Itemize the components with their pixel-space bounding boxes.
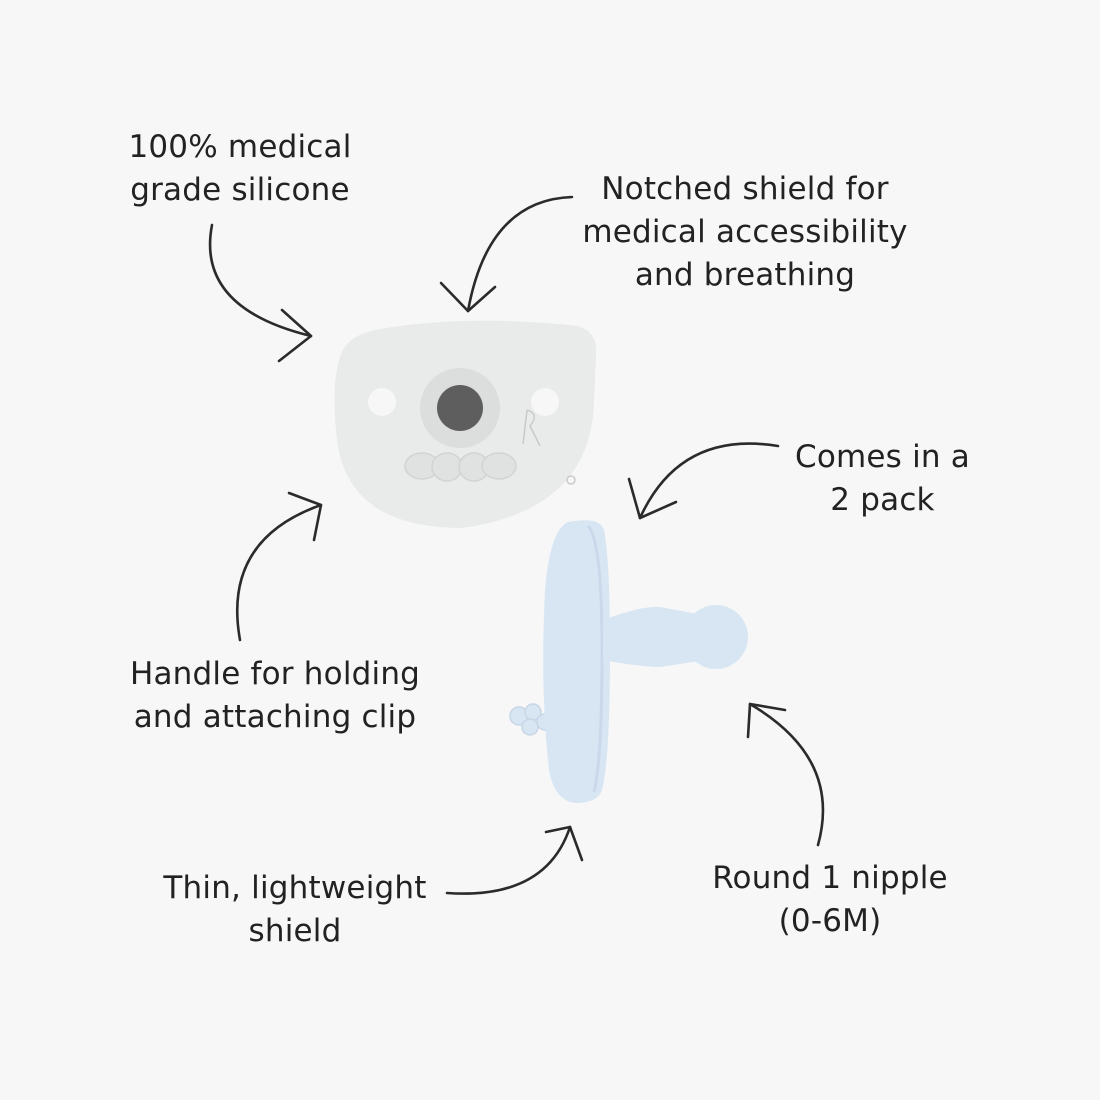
arrow-notched-shield: [439, 195, 574, 313]
side-shield: [543, 520, 610, 803]
left-vent-hole: [368, 388, 396, 416]
callout-line: Handle for holding: [129, 656, 421, 692]
brand-logo-icon: [522, 409, 576, 485]
arrow-thin-shield: [445, 825, 584, 895]
callout-medical-grade-silicone: 100% medical grade silicone: [110, 126, 370, 212]
pacifier-front-view-icon: [334, 320, 597, 528]
callout-line: Round 1 nipple: [712, 860, 948, 896]
callout-line: Notched shield for: [601, 171, 889, 207]
arrow-nipple: [746, 702, 825, 847]
callout-line: and breathing: [634, 257, 856, 293]
shield-edge-shadow: [586, 524, 604, 793]
handle-beads: [404, 452, 517, 482]
callout-notched-shield: Notched shield for medical accessibility…: [560, 168, 930, 297]
callout-two-pack: Comes in a 2 pack: [780, 436, 985, 522]
callout-line: (0-6M): [778, 903, 882, 939]
callout-handle: Handle for holding and attaching clip: [110, 653, 440, 739]
callout-line: 100% medical: [128, 129, 352, 165]
right-vent-hole: [531, 388, 559, 416]
callout-thin-shield: Thin, lightweight shield: [150, 867, 440, 953]
pacifier-side-view-icon: [509, 520, 748, 803]
callout-line: shield: [248, 913, 342, 949]
arrow-handle: [235, 491, 323, 642]
center-hole: [437, 385, 483, 431]
callout-line: and attaching clip: [133, 699, 417, 735]
callout-line: grade silicone: [130, 172, 350, 208]
callout-line: medical accessibility: [582, 214, 908, 250]
callout-line: 2 pack: [830, 482, 935, 518]
arrow-two-pack: [627, 442, 780, 520]
callout-round-nipple: Round 1 nipple (0-6M): [700, 857, 960, 943]
callout-line: Thin, lightweight: [163, 870, 427, 906]
callout-line: Comes in a: [795, 439, 970, 475]
nipple-bulb: [684, 605, 748, 669]
arrow-silicone: [208, 223, 313, 363]
